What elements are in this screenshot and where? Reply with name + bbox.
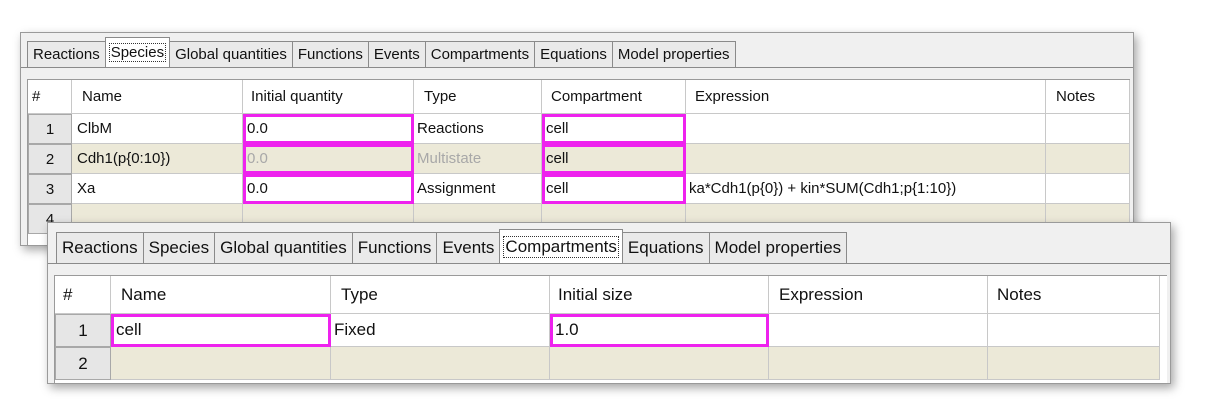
column-header-initial-size[interactable]: Initial size	[550, 276, 769, 314]
type-cell[interactable]: Fixed	[331, 314, 550, 347]
compartment-name-cell[interactable]	[111, 347, 331, 380]
expression-cell[interactable]	[769, 347, 988, 380]
species-name-cell[interactable]: Cdh1(p{0:10})	[72, 144, 243, 174]
tab-functions[interactable]: Functions	[351, 232, 438, 263]
tab-model-properties[interactable]: Model properties	[708, 232, 848, 263]
column-header-compartment[interactable]: Compartment	[542, 80, 686, 114]
table-row[interactable]: 1 ClbM 0.0 Reactions cell	[28, 114, 1130, 144]
expression-cell[interactable]	[686, 114, 1046, 144]
tab-label: Model properties	[617, 46, 730, 63]
tab-label: Global quantities	[175, 46, 287, 63]
row-number[interactable]: 3	[28, 174, 72, 204]
compartment-cell[interactable]: cell	[542, 174, 686, 204]
column-header-initial-quantity[interactable]: Initial quantity	[243, 80, 414, 114]
column-header-expression[interactable]: Expression	[686, 80, 1046, 114]
table-row[interactable]: 2 Cdh1(p{0:10}) 0.0 Multistate cell	[28, 144, 1130, 174]
row-number[interactable]: 1	[55, 314, 111, 347]
type-cell[interactable]	[331, 347, 550, 380]
notes-cell[interactable]	[1046, 144, 1130, 174]
initial-quantity-cell[interactable]: 0.0	[243, 174, 414, 204]
row-number[interactable]: 2	[28, 144, 72, 174]
column-header-name[interactable]: Name	[111, 276, 331, 314]
column-header-number[interactable]: #	[55, 276, 111, 314]
table-row[interactable]: 1 cell Fixed 1.0	[55, 314, 1160, 347]
tab-label: Events	[442, 238, 495, 257]
tab-label: Compartments	[503, 235, 619, 258]
tab-global-quantities[interactable]: Global quantities	[214, 232, 353, 263]
initial-size-cell[interactable]	[550, 347, 769, 380]
column-header-number[interactable]: #	[28, 80, 72, 114]
tab-label: Equations	[540, 46, 607, 63]
tab-label: Functions	[357, 238, 432, 257]
expression-cell[interactable]	[769, 314, 988, 347]
tab-model-properties[interactable]: Model properties	[611, 41, 736, 67]
tab-compartments[interactable]: Compartments	[499, 229, 623, 263]
type-cell[interactable]: Reactions	[414, 114, 542, 144]
tab-label: Functions	[297, 46, 363, 63]
compartments-panel: Reactions Species Global quantities Func…	[47, 222, 1171, 384]
column-header-type[interactable]: Type	[331, 276, 550, 314]
expression-cell[interactable]	[686, 144, 1046, 174]
notes-cell[interactable]	[1046, 114, 1130, 144]
species-table: # Name Initial quantity Type Compartment…	[27, 79, 1130, 245]
tab-label: Reactions	[33, 46, 100, 63]
table-row[interactable]: 3 Xa 0.0 Assignment cell ka*Cdh1(p{0}) +…	[28, 174, 1130, 204]
tab-functions[interactable]: Functions	[291, 41, 369, 67]
species-panel: Reactions Species Global quantities Func…	[20, 32, 1134, 246]
compartments-tab-bar: Reactions Species Global quantities Func…	[48, 229, 1170, 264]
table-row[interactable]: 2	[55, 347, 1160, 380]
notes-cell[interactable]	[988, 314, 1160, 347]
tab-compartments[interactable]: Compartments	[424, 41, 536, 67]
column-header-notes[interactable]: Notes	[1046, 80, 1130, 114]
tab-label: Events	[373, 46, 420, 63]
compartment-name-cell[interactable]: cell	[111, 314, 331, 347]
tab-reactions[interactable]: Reactions	[27, 41, 106, 67]
compartments-table: # Name Type Initial size Expression Note…	[54, 275, 1167, 383]
notes-cell[interactable]	[988, 347, 1160, 380]
tab-label: Species	[108, 43, 167, 62]
species-name-cell[interactable]: Xa	[72, 174, 243, 204]
tab-events[interactable]: Events	[436, 232, 501, 263]
column-header-name[interactable]: Name	[72, 80, 243, 114]
tab-species[interactable]: Species	[104, 37, 171, 67]
type-cell[interactable]: Multistate	[414, 144, 542, 174]
tab-reactions[interactable]: Reactions	[56, 232, 144, 263]
tab-label: Equations	[627, 238, 704, 257]
column-header-expression[interactable]: Expression	[769, 276, 988, 314]
type-cell[interactable]: Assignment	[414, 174, 542, 204]
table-header: # Name Type Initial size Expression Note…	[55, 276, 1160, 314]
compartment-cell[interactable]: cell	[542, 114, 686, 144]
notes-cell[interactable]	[1046, 174, 1130, 204]
initial-quantity-cell[interactable]: 0.0	[243, 144, 414, 174]
tab-label: Species	[148, 238, 210, 257]
initial-size-cell[interactable]: 1.0	[550, 314, 769, 347]
initial-quantity-cell[interactable]: 0.0	[243, 114, 414, 144]
tab-equations[interactable]: Equations	[534, 41, 613, 67]
table-header: # Name Initial quantity Type Compartment…	[28, 80, 1130, 114]
row-number[interactable]: 1	[28, 114, 72, 144]
species-name-cell[interactable]: ClbM	[72, 114, 243, 144]
tab-events[interactable]: Events	[367, 41, 426, 67]
expression-cell[interactable]: ka*Cdh1(p{0}) + kin*SUM(Cdh1;p{1:10})	[686, 174, 1046, 204]
row-number[interactable]: 2	[55, 347, 111, 380]
compartment-cell[interactable]: cell	[542, 144, 686, 174]
tab-species[interactable]: Species	[142, 232, 216, 263]
column-header-notes[interactable]: Notes	[988, 276, 1160, 314]
tab-label: Model properties	[714, 238, 842, 257]
tab-label: Global quantities	[220, 238, 347, 257]
tab-global-quantities[interactable]: Global quantities	[169, 41, 293, 67]
tab-label: Reactions	[62, 238, 138, 257]
species-tab-bar: Reactions Species Global quantities Func…	[21, 37, 1133, 68]
tab-label: Compartments	[430, 46, 530, 63]
tab-equations[interactable]: Equations	[621, 232, 710, 263]
column-header-type[interactable]: Type	[414, 80, 542, 114]
